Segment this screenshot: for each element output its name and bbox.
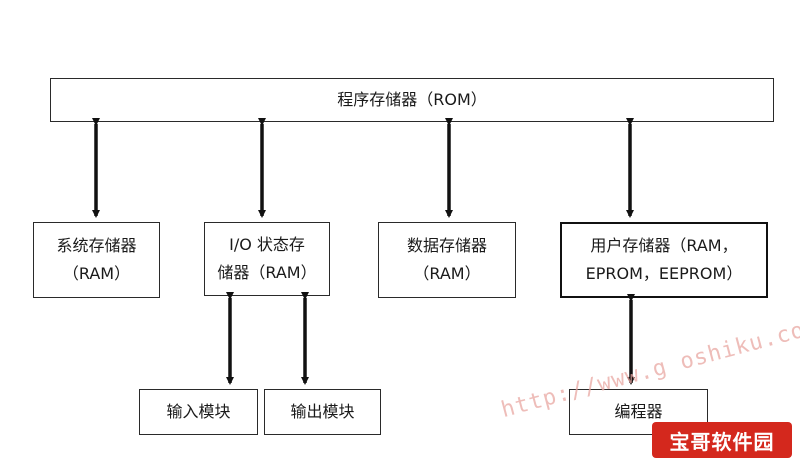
data-memory-box: 数据存储器 （RAM） [378, 222, 516, 298]
io-status-memory-label-line1: I/O 状态存 [229, 235, 305, 254]
system-memory-label-line1: 系统存储器 [56, 236, 137, 255]
system-memory-label-line2: （RAM） [62, 264, 131, 283]
rom-box: 程序存储器（ROM） [50, 78, 774, 122]
data-memory-label-line2: （RAM） [413, 264, 481, 283]
user-memory-label-line2: EPROM，EEPROM） [585, 264, 743, 283]
io-status-memory-box: I/O 状态存 储器（RAM） [204, 222, 330, 296]
user-memory-label-line1: 用户存储器（RAM， [590, 236, 738, 255]
data-memory-label-line1: 数据存储器 [406, 236, 487, 255]
input-module-label: 输入模块 [166, 402, 231, 421]
input-module-box: 输入模块 [139, 389, 258, 435]
output-module-box: 输出模块 [264, 389, 381, 435]
rom-label: 程序存储器（ROM） [337, 90, 487, 109]
watermark-logo: 宝哥软件园 [652, 422, 792, 458]
io-status-memory-label-line2: 储器（RAM） [217, 263, 317, 282]
output-module-label: 输出模块 [290, 402, 355, 421]
programmer-label: 编程器 [614, 402, 663, 421]
system-memory-box: 系统存储器 （RAM） [33, 222, 160, 298]
user-memory-box: 用户存储器（RAM， EPROM，EEPROM） [560, 222, 768, 298]
